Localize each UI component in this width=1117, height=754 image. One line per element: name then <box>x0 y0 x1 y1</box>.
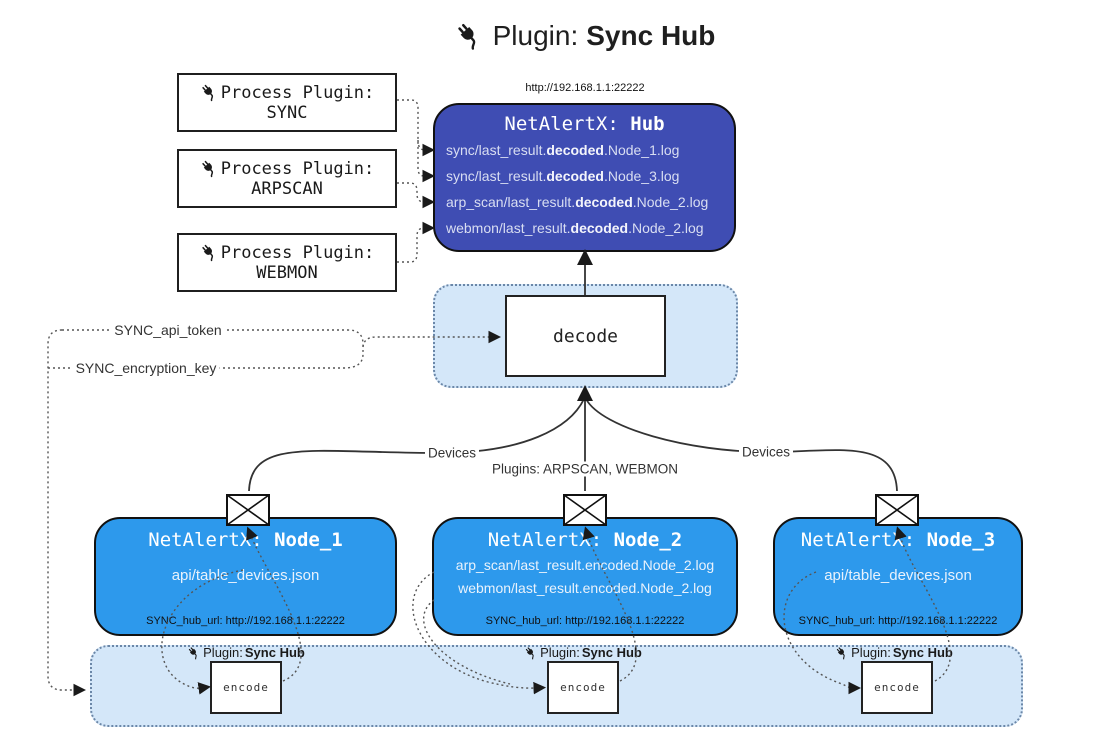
plugins-edge-label: Plugins: ARPSCAN, WEBMON <box>488 461 682 477</box>
node-file: webmon/last_result.encoded.Node_2.log <box>458 580 712 596</box>
plug-icon <box>187 645 201 659</box>
envelope-icon <box>875 494 919 526</box>
process-plugin-sync: Process Plugin: SYNC <box>177 73 397 132</box>
hub-box: NetAlertX: Hub sync/last_result.decoded.… <box>433 103 736 252</box>
plug-icon <box>524 645 538 659</box>
encode-box-1: encode <box>210 661 282 714</box>
node-file: arp_scan/last_result.encoded.Node_2.log <box>455 557 715 573</box>
encode-box-3: encode <box>861 661 933 714</box>
node-title: NetAlertX: Node_2 <box>487 529 683 551</box>
devices-edge-label-right: Devices <box>738 444 794 460</box>
node-file: api/table_devices.json <box>824 567 972 584</box>
process-plugin-name: ARPSCAN <box>251 178 323 199</box>
encode-box-2: encode <box>547 661 619 714</box>
process-plugin-name: SYNC <box>266 102 308 123</box>
hub-log-line: webmon/last_result.decoded.Node_2.log <box>446 220 704 236</box>
process-plugin-label: Process Plugin: <box>220 82 375 103</box>
hub-url-label: http://192.168.1.1:22222 <box>525 82 645 94</box>
node-title: NetAlertX: Node_3 <box>800 529 996 551</box>
envelope-icon <box>226 494 270 526</box>
hub-log-line: sync/last_result.decoded.Node_3.log <box>446 168 680 184</box>
plug-icon <box>199 83 218 102</box>
process-plugin-label: Process Plugin: <box>220 242 375 263</box>
node-2-box: NetAlertX: Node_2 arp_scan/last_result.e… <box>432 517 738 636</box>
encoder-plugin-label: Plugin: Sync Hub <box>835 645 953 660</box>
sync-encryption-key-label: SYNC_encryption_key <box>72 360 220 376</box>
hub-log-line: sync/last_result.decoded.Node_1.log <box>446 142 680 158</box>
envelope-icon <box>563 494 607 526</box>
title-name: Sync Hub <box>586 20 716 51</box>
node-3-box: NetAlertX: Node_3 api/table_devices.json… <box>773 517 1023 636</box>
decode-box: decode <box>505 295 666 377</box>
plug-icon <box>454 21 483 50</box>
process-plugin-webmon: Process Plugin: WEBMON <box>177 233 397 292</box>
process-plugin-name: WEBMON <box>256 262 318 283</box>
hub-title-name: Hub <box>630 113 665 135</box>
page-title: Plugin: Sync Hub <box>454 20 716 52</box>
title-prefix: Plugin: <box>492 20 579 51</box>
node-1-box: NetAlertX: Node_1 api/table_devices.json… <box>94 517 397 636</box>
node-file: api/table_devices.json <box>171 567 320 584</box>
encoder-plugin-label: Plugin: Sync Hub <box>187 645 305 660</box>
encoder-plugin-label: Plugin: Sync Hub <box>524 645 642 660</box>
devices-edge-label-left: Devices <box>424 445 480 461</box>
hub-title: NetAlertX: Hub <box>435 111 734 137</box>
node-hub-url: SYNC_hub_url: http://192.168.1.1:22222 <box>485 615 685 627</box>
hub-title-prefix: NetAlertX: <box>504 113 631 135</box>
plug-icon <box>835 645 849 659</box>
node-hub-url: SYNC_hub_url: http://192.168.1.1:22222 <box>798 615 998 627</box>
plug-icon <box>199 243 218 262</box>
node-title: NetAlertX: Node_1 <box>148 529 343 551</box>
process-plugin-arpscan: Process Plugin: ARPSCAN <box>177 149 397 208</box>
hub-log-line: arp_scan/last_result.decoded.Node_2.log <box>446 194 709 210</box>
node-hub-url: SYNC_hub_url: http://192.168.1.1:22222 <box>146 615 345 627</box>
sync-api-token-label: SYNC_api_token <box>111 322 225 338</box>
process-plugin-label: Process Plugin: <box>220 158 375 179</box>
plug-icon <box>199 159 218 178</box>
